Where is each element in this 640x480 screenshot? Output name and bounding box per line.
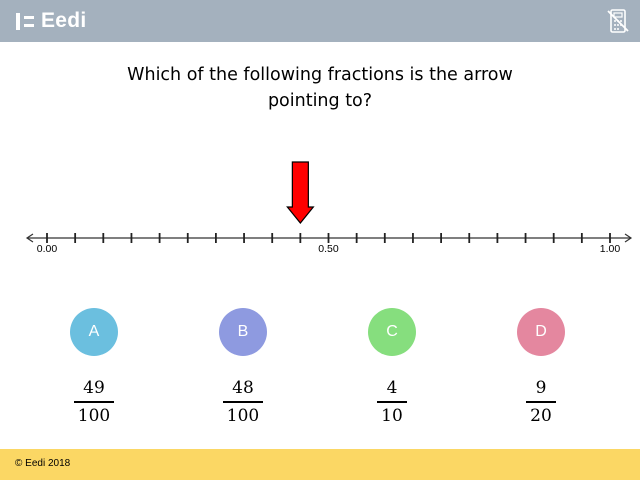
fraction-numerator: 49 <box>83 378 105 398</box>
number-line: 0.00 0.50 1.00 <box>25 161 633 255</box>
question-line-2: pointing to? <box>267 91 373 111</box>
pointer-arrow <box>286 161 315 224</box>
fraction-bar <box>223 401 263 403</box>
fraction-denominator: 100 <box>226 405 260 426</box>
fraction-bar <box>377 401 407 403</box>
eedi-logo: Eedi <box>16 8 87 34</box>
right-arrowhead-icon <box>624 233 633 243</box>
fraction-denominator: 10 <box>381 405 403 426</box>
fraction-numerator: 9 <box>535 378 547 398</box>
footer-bar: © Eedi 2018 <box>0 449 640 480</box>
left-arrowhead-icon <box>25 233 34 243</box>
no-calculator-icon <box>607 9 629 33</box>
question-line-1: Which of the following fractions is the … <box>127 65 513 85</box>
tick-label: 0.00 <box>37 243 58 255</box>
fraction-numerator: 48 <box>232 378 254 398</box>
fraction-bar <box>74 401 114 403</box>
option-a-button[interactable]: A <box>70 308 118 356</box>
option-c-button[interactable]: C <box>368 308 416 356</box>
tick-label: 0.50 <box>318 243 339 255</box>
fraction-denominator: 20 <box>530 405 552 426</box>
question-text: Which of the following fractions is the … <box>80 62 560 114</box>
fraction-denominator: 100 <box>77 405 111 426</box>
fraction-bar <box>526 401 556 403</box>
fraction-numerator: 4 <box>386 378 398 398</box>
header-bar: Eedi <box>0 0 640 42</box>
eedi-logo-icon <box>16 12 34 30</box>
copyright-text: © Eedi 2018 <box>15 458 71 469</box>
logo-text: Eedi <box>41 9 87 32</box>
option-b-button[interactable]: B <box>219 308 267 356</box>
option-d-button[interactable]: D <box>517 308 565 356</box>
tick-label: 1.00 <box>600 243 621 255</box>
